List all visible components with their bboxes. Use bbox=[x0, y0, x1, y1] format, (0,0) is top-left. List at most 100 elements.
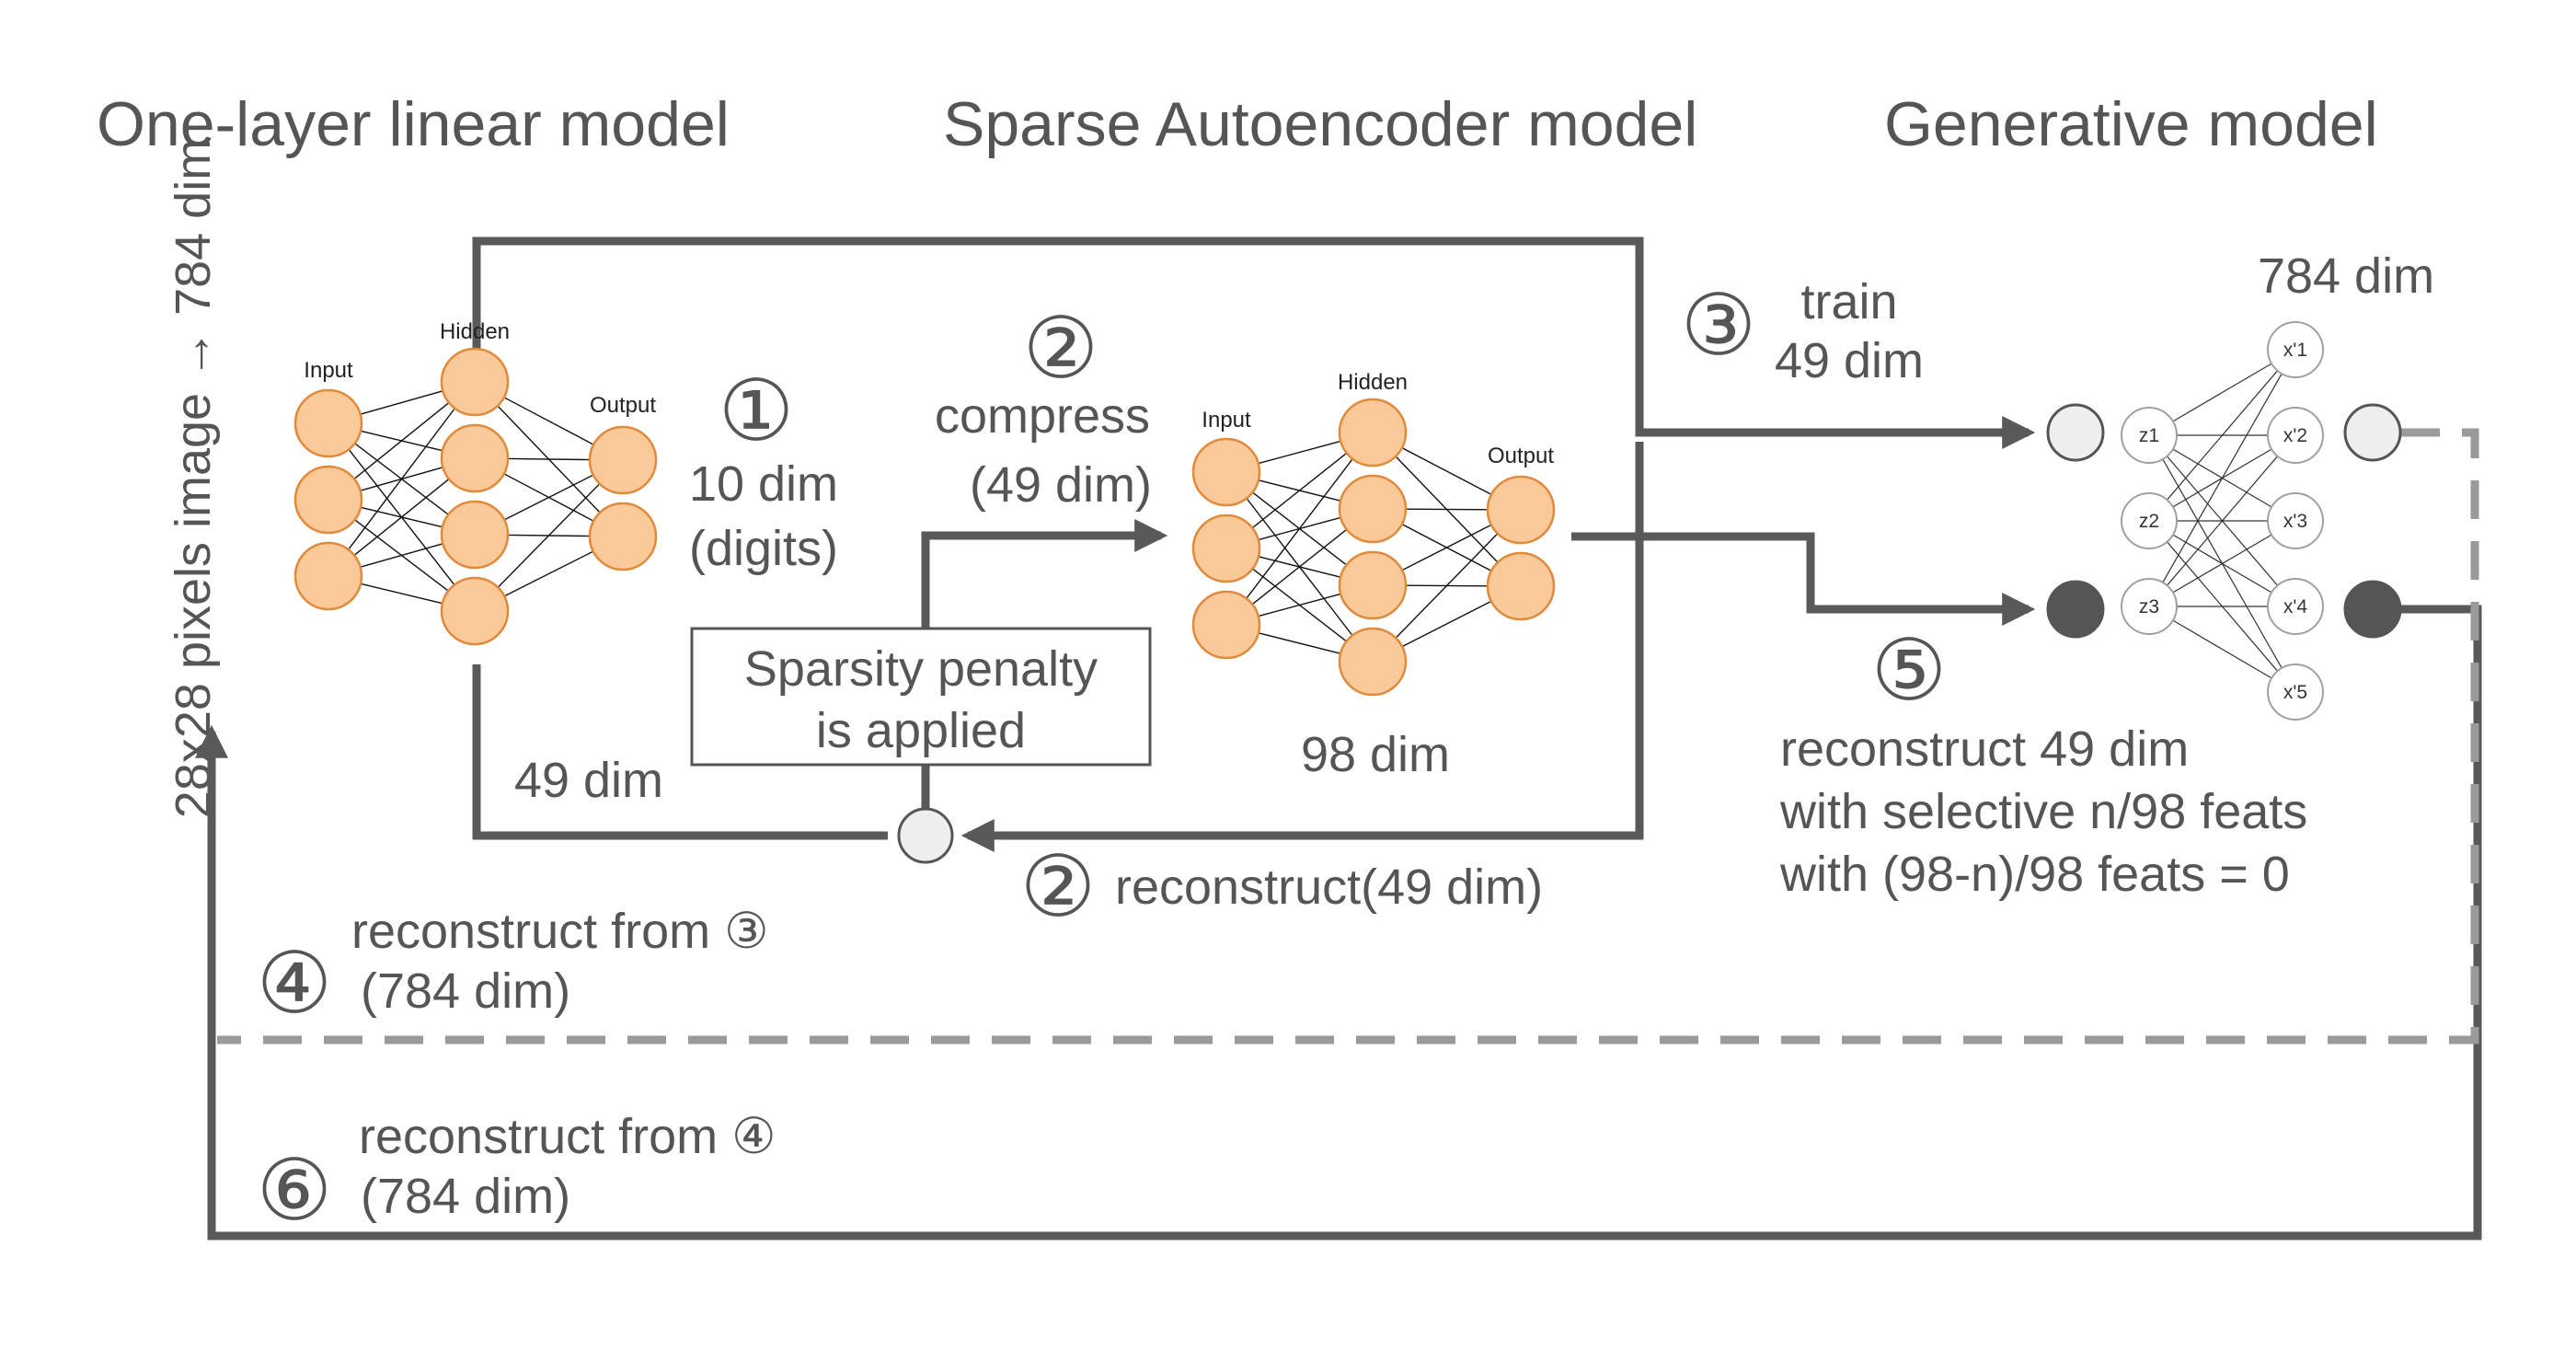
latent-node bbox=[2121, 578, 2178, 635]
network-edge bbox=[497, 483, 601, 588]
sae-output-label: Output bbox=[1488, 444, 1554, 468]
step-5-marker: ⑤ bbox=[1871, 621, 1947, 720]
latent-node-label: z3 bbox=[2139, 596, 2159, 617]
sae-output-layer bbox=[1486, 475, 1556, 621]
step-2-compress-marker: ② bbox=[1023, 299, 1098, 398]
sae-input-node bbox=[1191, 590, 1261, 660]
step-2-compress-line1: compress bbox=[935, 388, 1150, 444]
linear-input-node bbox=[293, 541, 363, 611]
sae-output-node bbox=[1486, 475, 1556, 545]
step-3-line1: train bbox=[1800, 274, 1897, 329]
linear-output-layer bbox=[588, 425, 658, 571]
sae-hidden-label: Hidden bbox=[1338, 370, 1408, 395]
network-edge bbox=[1405, 508, 1489, 511]
flow-line-train bbox=[472, 237, 2036, 449]
latent-node-label: z2 bbox=[2139, 511, 2159, 532]
linear-input-label: Input bbox=[304, 358, 353, 383]
sparsity-penalty-line2: is applied bbox=[816, 703, 1026, 758]
generative-output-node bbox=[2343, 580, 2402, 639]
linear-output-node bbox=[588, 425, 658, 495]
output-node bbox=[2267, 578, 2324, 635]
linear-output-label: Output bbox=[590, 393, 656, 418]
sae-input-node bbox=[1191, 437, 1261, 507]
sae-input-layer bbox=[1191, 437, 1261, 660]
sae-hidden-layer bbox=[1338, 398, 1408, 697]
generative-input-node-train bbox=[2046, 403, 2105, 462]
title-sae-model: Sparse Autoencoder model bbox=[943, 89, 1697, 159]
step-5-line1: reconstruct 49 dim bbox=[1780, 721, 2189, 777]
step-1-line2: (digits) bbox=[689, 521, 838, 576]
sae-hidden-node bbox=[1338, 627, 1408, 697]
output-node-label: x'4 bbox=[2283, 596, 2308, 617]
network-edge bbox=[507, 457, 591, 461]
latent-node bbox=[2121, 492, 2178, 549]
sae-input-label: Input bbox=[1202, 408, 1251, 433]
generative-input-node-selective bbox=[2046, 580, 2105, 639]
network-edge bbox=[1251, 528, 1348, 606]
output-node bbox=[2267, 321, 2324, 378]
network-edge bbox=[2167, 370, 2278, 501]
output-node-label: x'1 bbox=[2283, 340, 2307, 361]
network-edge bbox=[1246, 458, 1353, 599]
generative-784-dim-label: 784 dim bbox=[2258, 248, 2434, 304]
linear-input-node bbox=[293, 388, 363, 458]
linear-output-node bbox=[588, 502, 658, 571]
title-generative-model: Generative model bbox=[1884, 89, 2378, 159]
hidden-49-dim-label: 49 dim bbox=[514, 753, 663, 808]
network-edge bbox=[1258, 593, 1341, 617]
network-edge bbox=[360, 583, 443, 605]
step-5-line3: with (98-n)/98 feats = 0 bbox=[1779, 847, 2290, 902]
network-edge bbox=[2172, 363, 2272, 422]
step-4-line2: (784 dim) bbox=[361, 963, 570, 1019]
network-edge bbox=[503, 474, 594, 521]
sae-hidden-node bbox=[1338, 474, 1408, 544]
network-edge bbox=[1251, 452, 1348, 529]
linear-hidden-label: Hidden bbox=[440, 319, 510, 344]
generative-latent-layer: z1 z2 z3 bbox=[2121, 407, 2178, 635]
step-5-line2: with selective n/98 feats bbox=[1779, 784, 2307, 839]
generative-net-edges bbox=[2162, 363, 2283, 679]
sparsity-merge-node bbox=[897, 807, 954, 864]
network-edge bbox=[1401, 447, 1492, 495]
generative-output-layer: x'1 x'2 x'3 x'4 x'5 bbox=[2267, 321, 2324, 721]
network-edge bbox=[2162, 373, 2283, 583]
sparsity-penalty-box bbox=[690, 627, 1152, 767]
network-edge bbox=[1395, 533, 1499, 639]
network-edge bbox=[2172, 534, 2272, 594]
linear-hidden-node bbox=[440, 576, 510, 646]
network-edge bbox=[348, 408, 455, 550]
flow-line-hidden-down bbox=[472, 664, 888, 840]
sae-output-node bbox=[1486, 551, 1556, 621]
network-edge bbox=[1258, 440, 1341, 465]
linear-hidden-node bbox=[440, 423, 510, 493]
network-edge bbox=[503, 550, 594, 597]
sparsity-penalty-line1: Sparsity penalty bbox=[744, 641, 1098, 697]
flow-line-reconstruct bbox=[960, 442, 1644, 852]
network-edge bbox=[353, 402, 450, 479]
generative-output-node-dashed bbox=[2343, 403, 2402, 462]
sae-hidden-node bbox=[1338, 550, 1408, 620]
title-linear-model: One-layer linear model bbox=[97, 89, 730, 159]
step-2-reconstruct-text: reconstruct(49 dim) bbox=[1115, 860, 1543, 915]
linear-net-edges bbox=[348, 390, 601, 605]
network-edge bbox=[1258, 632, 1341, 654]
sae-98-dim-label: 98 dim bbox=[1301, 727, 1450, 782]
network-edge bbox=[2167, 456, 2278, 586]
linear-hidden-node bbox=[440, 500, 510, 570]
step-1-marker: ① bbox=[719, 362, 794, 460]
step-4-marker: ④ bbox=[257, 934, 332, 1033]
latent-node-label: z1 bbox=[2139, 425, 2159, 446]
sae-hidden-node bbox=[1338, 398, 1408, 467]
step-6-line1: reconstruct from ④ bbox=[359, 1109, 776, 1164]
step-1-line1: 10 dim bbox=[689, 456, 838, 512]
linear-hidden-layer bbox=[440, 347, 510, 646]
step-6-marker: ⑥ bbox=[257, 1141, 332, 1240]
sae-input-node bbox=[1191, 513, 1261, 583]
output-node-label: x'2 bbox=[2283, 425, 2307, 446]
flow-line-selective bbox=[1571, 532, 2036, 626]
latent-node bbox=[2121, 407, 2178, 464]
network-edge bbox=[1401, 524, 1492, 571]
output-node bbox=[2267, 663, 2324, 721]
linear-hidden-node bbox=[440, 347, 510, 417]
flow-line-reconstruct-final bbox=[195, 605, 2482, 1240]
